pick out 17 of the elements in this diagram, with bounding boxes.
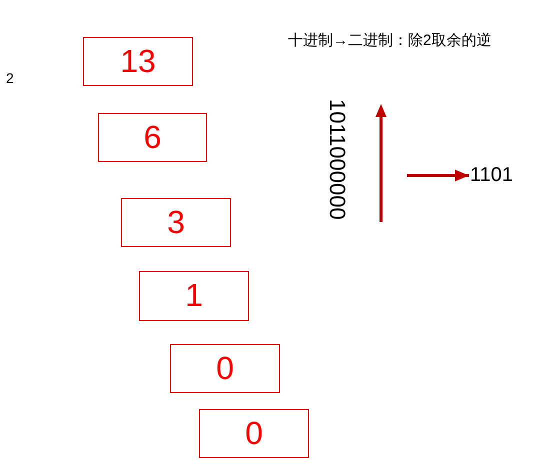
number-text: 0 — [245, 416, 263, 452]
number-box — [139, 271, 249, 321]
number-label: 2 — [6, 70, 14, 86]
number-box — [170, 344, 280, 393]
arrow — [407, 170, 469, 182]
title-text: 十进制→二进制：除2取余的逆 — [288, 32, 492, 50]
number-text: 3 — [167, 204, 185, 240]
number-box — [199, 409, 309, 458]
number-text: 13 — [120, 44, 156, 80]
result-number-text: 1101 — [470, 164, 514, 187]
number-box — [98, 113, 207, 162]
vertical-number-text: 1011000000 — [326, 99, 348, 220]
number-text: 0 — [216, 350, 234, 386]
number-box — [83, 37, 193, 86]
number-text: 1 — [185, 278, 203, 314]
number-box — [121, 198, 231, 247]
number-text: 6 — [144, 120, 162, 156]
